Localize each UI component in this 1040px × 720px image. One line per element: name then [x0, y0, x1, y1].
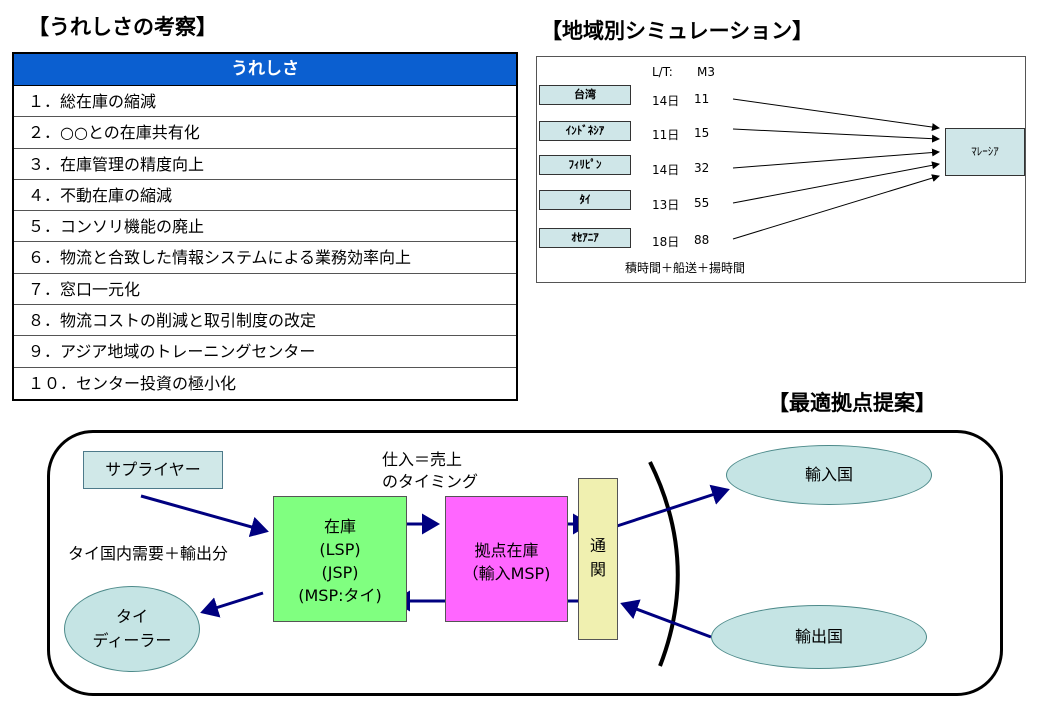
- sim-col-lt: L/T:: [652, 65, 673, 79]
- benefit-item: １．総在庫の縮減: [14, 86, 516, 118]
- sim-m3-indonesia: 15: [694, 126, 710, 140]
- sim-lt-philippines: 14日: [652, 163, 680, 177]
- inventory-box: 在庫 (LSP) (JSP) (MSP:タイ): [273, 496, 407, 622]
- timing-label-line2: のタイミング: [382, 472, 479, 491]
- sim-lt-oceania: 18日: [652, 235, 680, 249]
- inventory-line1: 在庫: [323, 517, 356, 536]
- export-country-label: 輸出国: [794, 627, 843, 646]
- benefit-item: ４．不動在庫の縮減: [14, 180, 516, 212]
- timing-label: 仕入＝売上 のタイミング: [382, 449, 478, 493]
- sim-col-m3: M3: [697, 65, 715, 79]
- import-country-label: 輸入国: [804, 465, 853, 484]
- sim-arrow-philippines: [732, 148, 940, 169]
- benefits-table: うれしさ １．総在庫の縮減 ２．○○との在庫共有化 ３．在庫管理の精度向上 ４．…: [12, 52, 518, 401]
- sim-origin-indonesia: ｲﾝﾄﾞﾈｼｱ: [539, 121, 631, 141]
- hub-line1: 拠点在庫: [474, 541, 539, 560]
- import-country-ellipse: 輸入国: [726, 445, 932, 505]
- dealer-label-line1: タイ: [115, 607, 148, 626]
- benefit-item: ２．○○との在庫共有化: [14, 117, 516, 149]
- dealer-ellipse: タイ ディーラー: [64, 586, 200, 672]
- sim-lt-taiwan: 14日: [652, 94, 680, 108]
- benefit-item: ９．アジア地域のトレーニングセンター: [14, 336, 516, 368]
- export-country-ellipse: 輸出国: [711, 605, 927, 669]
- proposal-frame: [47, 430, 1003, 696]
- benefit-item: ５．コンソリ機能の廃止: [14, 211, 516, 243]
- sim-m3-philippines: 32: [694, 161, 710, 175]
- inventory-line3: (JSP): [321, 563, 359, 582]
- dealer-label-line2: ディーラー: [92, 631, 172, 650]
- sim-m3-taiwan: 11: [694, 92, 710, 106]
- simulation-arrows: [732, 98, 940, 240]
- sim-origin-oceania: ｵｾｱﾆｱ: [539, 228, 631, 248]
- inventory-line4: (MSP:タイ): [298, 586, 382, 605]
- benefit-item: １０．センター投資の極小化: [28, 373, 237, 393]
- sim-arrow-oceania: [732, 174, 940, 240]
- benefit-item: ７．窓口一元化: [14, 274, 516, 306]
- sim-m3-oceania: 88: [694, 233, 710, 247]
- timing-label-line1: 仕入＝売上: [382, 450, 463, 469]
- sim-destination-malaysia: ﾏﾚｰｼｱ: [945, 128, 1025, 176]
- customs-box: 通 関: [578, 478, 618, 640]
- benefit-item: ８．物流コストの削減と取引制度の改定: [14, 305, 516, 337]
- benefits-heading: 【うれしさの考察】: [28, 15, 217, 39]
- benefits-table-header: うれしさ: [14, 54, 516, 86]
- sim-lt-indonesia: 11日: [652, 128, 680, 142]
- simulation-heading: 【地域別シミュレーション】: [541, 19, 814, 43]
- benefit-item: ３．在庫管理の精度向上: [14, 149, 516, 180]
- sim-origin-taiwan: 台湾: [539, 85, 631, 105]
- sim-arrow-taiwan: [732, 98, 940, 131]
- customs-char2: 関: [589, 560, 606, 579]
- benefit-item: ６．物流と合致した情報システムによる業務効率向上: [14, 242, 516, 274]
- hub-inventory-box: 拠点在庫 （輸入MSP): [445, 496, 568, 622]
- sim-arrow-indonesia: [732, 128, 940, 143]
- demand-label: タイ国内需要＋輸出分: [68, 544, 229, 563]
- sim-lt-thailand: 13日: [652, 198, 680, 212]
- sim-footnote: 積時間＋船送＋揚時間: [625, 261, 746, 275]
- proposal-heading: 【最適拠点提案】: [768, 391, 936, 415]
- simulation-panel: L/T: M3 台湾 14日 11 ｲﾝﾄﾞﾈｼｱ 11日 15 ﾌｨﾘﾋﾟﾝ …: [536, 56, 1026, 283]
- sim-origin-philippines: ﾌｨﾘﾋﾟﾝ: [539, 155, 631, 175]
- sim-m3-thailand: 55: [694, 196, 710, 210]
- sim-arrow-thailand: [732, 161, 940, 204]
- supplier-box: サプライヤー: [83, 451, 223, 489]
- hub-line2: （輸入MSP): [462, 564, 551, 583]
- inventory-line2: (LSP): [319, 540, 361, 559]
- sim-origin-thailand: ﾀｲ: [539, 190, 631, 210]
- customs-char1: 通: [589, 536, 606, 555]
